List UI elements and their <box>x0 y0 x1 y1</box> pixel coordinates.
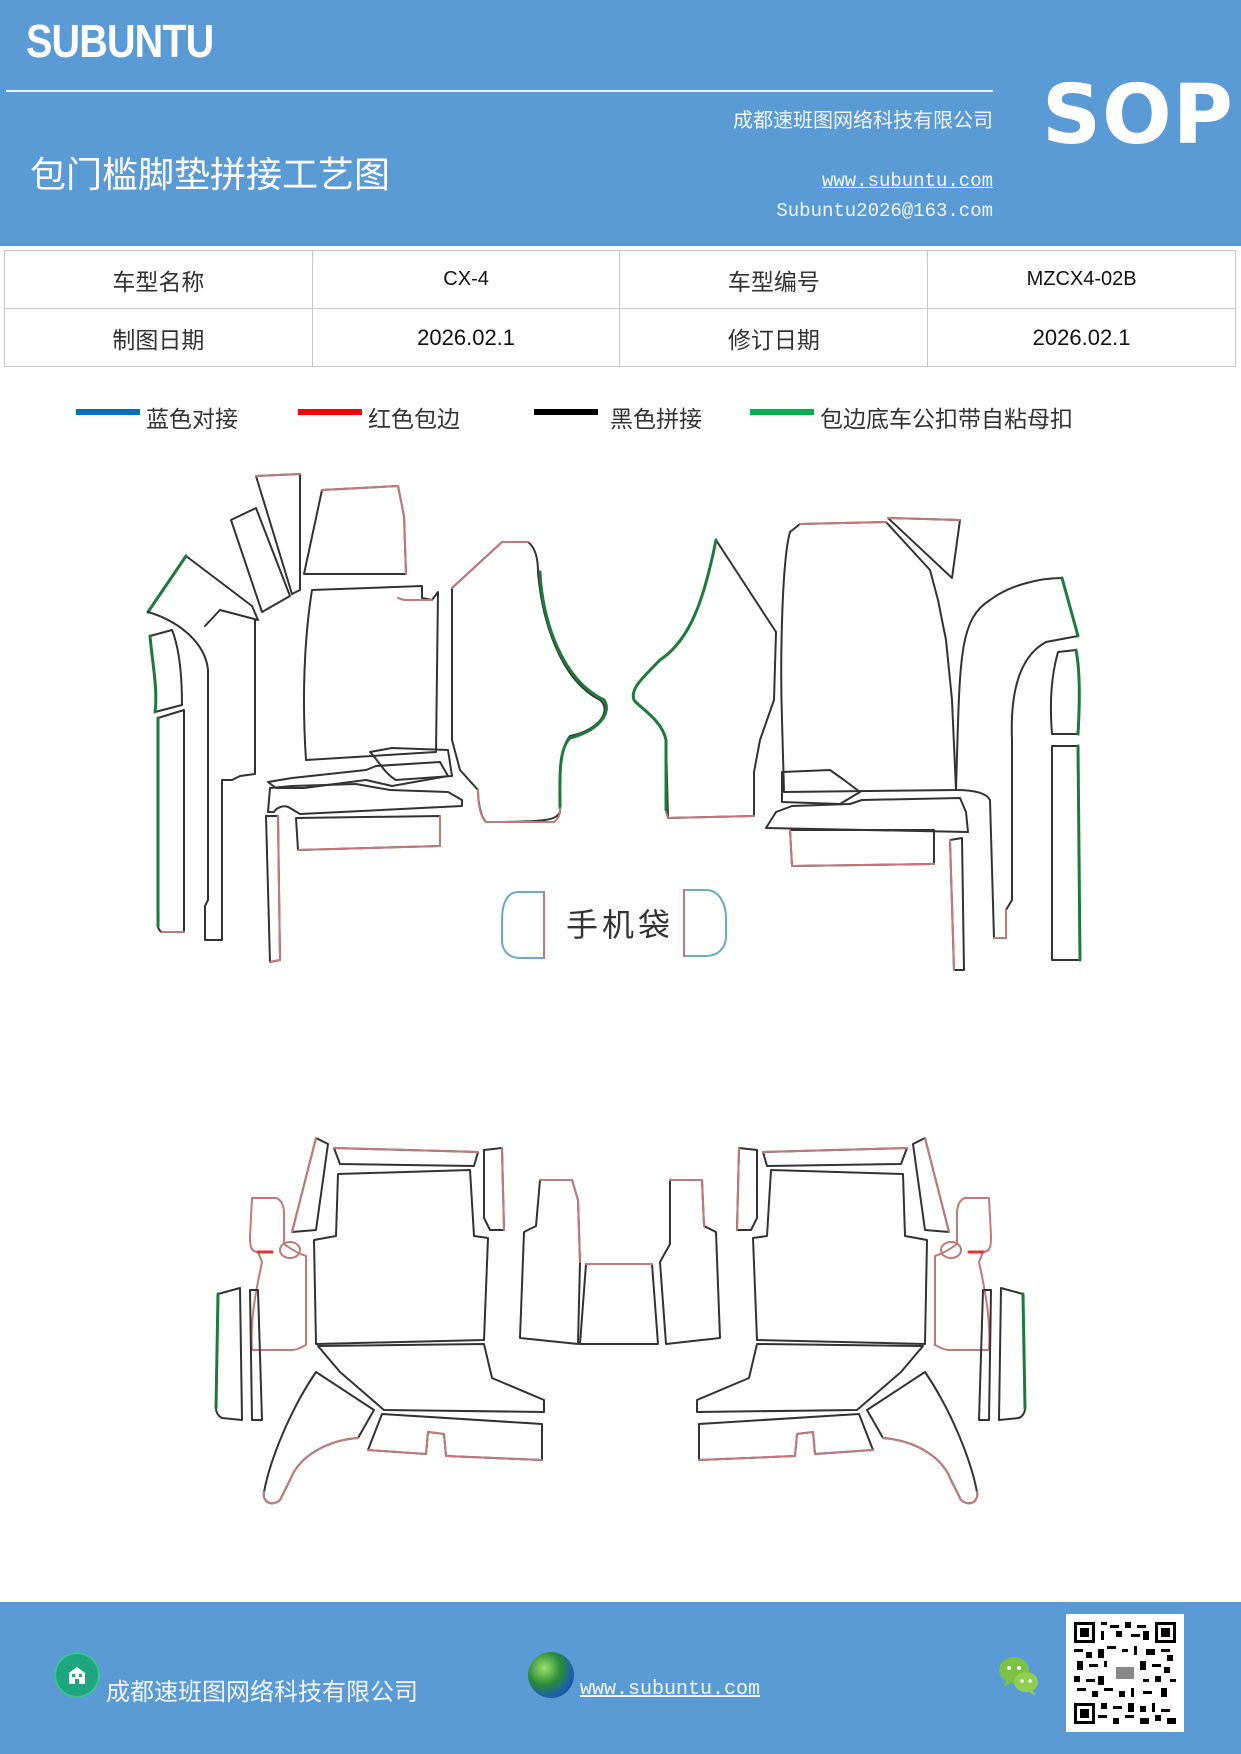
draw-date-label: 制图日期 <box>4 308 313 367</box>
front-left-mat-set <box>146 473 608 963</box>
footer-company-name: 成都速班图网络科技有限公司 <box>106 1678 418 1706</box>
email-address: Subuntu2026@163.com <box>776 200 993 222</box>
header-divider <box>6 90 993 92</box>
wechat-icon <box>996 1652 1042 1698</box>
doc-type-badge: SOP <box>1042 68 1234 163</box>
vehicle-info-table: 车型名称 CX-4 车型编号 MZCX4-02B 制图日期 2026.02.1 … <box>4 250 1236 367</box>
revision-date-value: 2026.02.1 <box>927 308 1236 367</box>
legend-label: 红色包边 <box>368 407 460 433</box>
model-name-label: 车型名称 <box>4 250 313 309</box>
qr-code[interactable] <box>1066 1614 1184 1732</box>
page-title: 包门槛脚垫拼接工艺图 <box>30 155 391 196</box>
legend-item-blue: 蓝色对接 <box>76 400 238 434</box>
legend-item-green: 包边底车公扣带自粘母扣 <box>750 400 1073 434</box>
table-row: 制图日期 2026.02.1 修订日期 2026.02.1 <box>4 308 1236 367</box>
green-line-swatch <box>750 409 814 415</box>
legend-label: 包边底车公扣带自粘母扣 <box>820 407 1073 433</box>
rear-left-mat-set <box>214 1137 545 1505</box>
globe-icon <box>528 1652 574 1698</box>
model-code-value: MZCX4-02B <box>927 250 1236 309</box>
revision-date-label: 修订日期 <box>619 308 929 367</box>
blue-line-swatch <box>76 409 140 415</box>
legend-label: 黑色拼接 <box>610 407 702 433</box>
legend-label: 蓝色对接 <box>146 407 238 433</box>
model-name-value: CX-4 <box>311 250 621 309</box>
header-banner: SUBUNTU 成都速班图网络科技有限公司 包门槛脚垫拼接工艺图 www.sub… <box>0 0 1241 246</box>
brand-logo: SUBUNTU <box>26 15 214 67</box>
rear-center-mat-set <box>519 1179 721 1345</box>
floor-mat-splice-diagram <box>146 473 1082 1505</box>
building-icon <box>54 1652 100 1698</box>
footer-banner: 成都速班图网络科技有限公司 www.subuntu.com <box>0 1602 1241 1754</box>
legend-item-red: 红色包边 <box>298 400 460 434</box>
model-code-label: 车型编号 <box>619 250 929 309</box>
draw-date-value: 2026.02.1 <box>311 308 621 367</box>
legend-item-black: 黑色拼接 <box>534 400 702 434</box>
line-legend: 蓝色对接 红色包边 黑色拼接 包边底车公扣带自粘母扣 <box>0 400 1241 440</box>
company-name: 成都速班图网络科技有限公司 <box>733 108 993 132</box>
front-right-mat-set <box>631 517 1082 971</box>
footer-website-link[interactable]: www.subuntu.com <box>580 1678 761 1701</box>
phone-pockets <box>501 889 727 959</box>
black-line-swatch <box>534 409 598 415</box>
table-row: 车型名称 CX-4 车型编号 MZCX4-02B <box>4 250 1236 309</box>
red-line-swatch <box>298 409 362 415</box>
website-link[interactable]: www.subuntu.com <box>821 170 993 192</box>
rear-right-mat-set <box>696 1137 1027 1505</box>
phone-pocket-label: 手机袋 <box>566 906 675 944</box>
